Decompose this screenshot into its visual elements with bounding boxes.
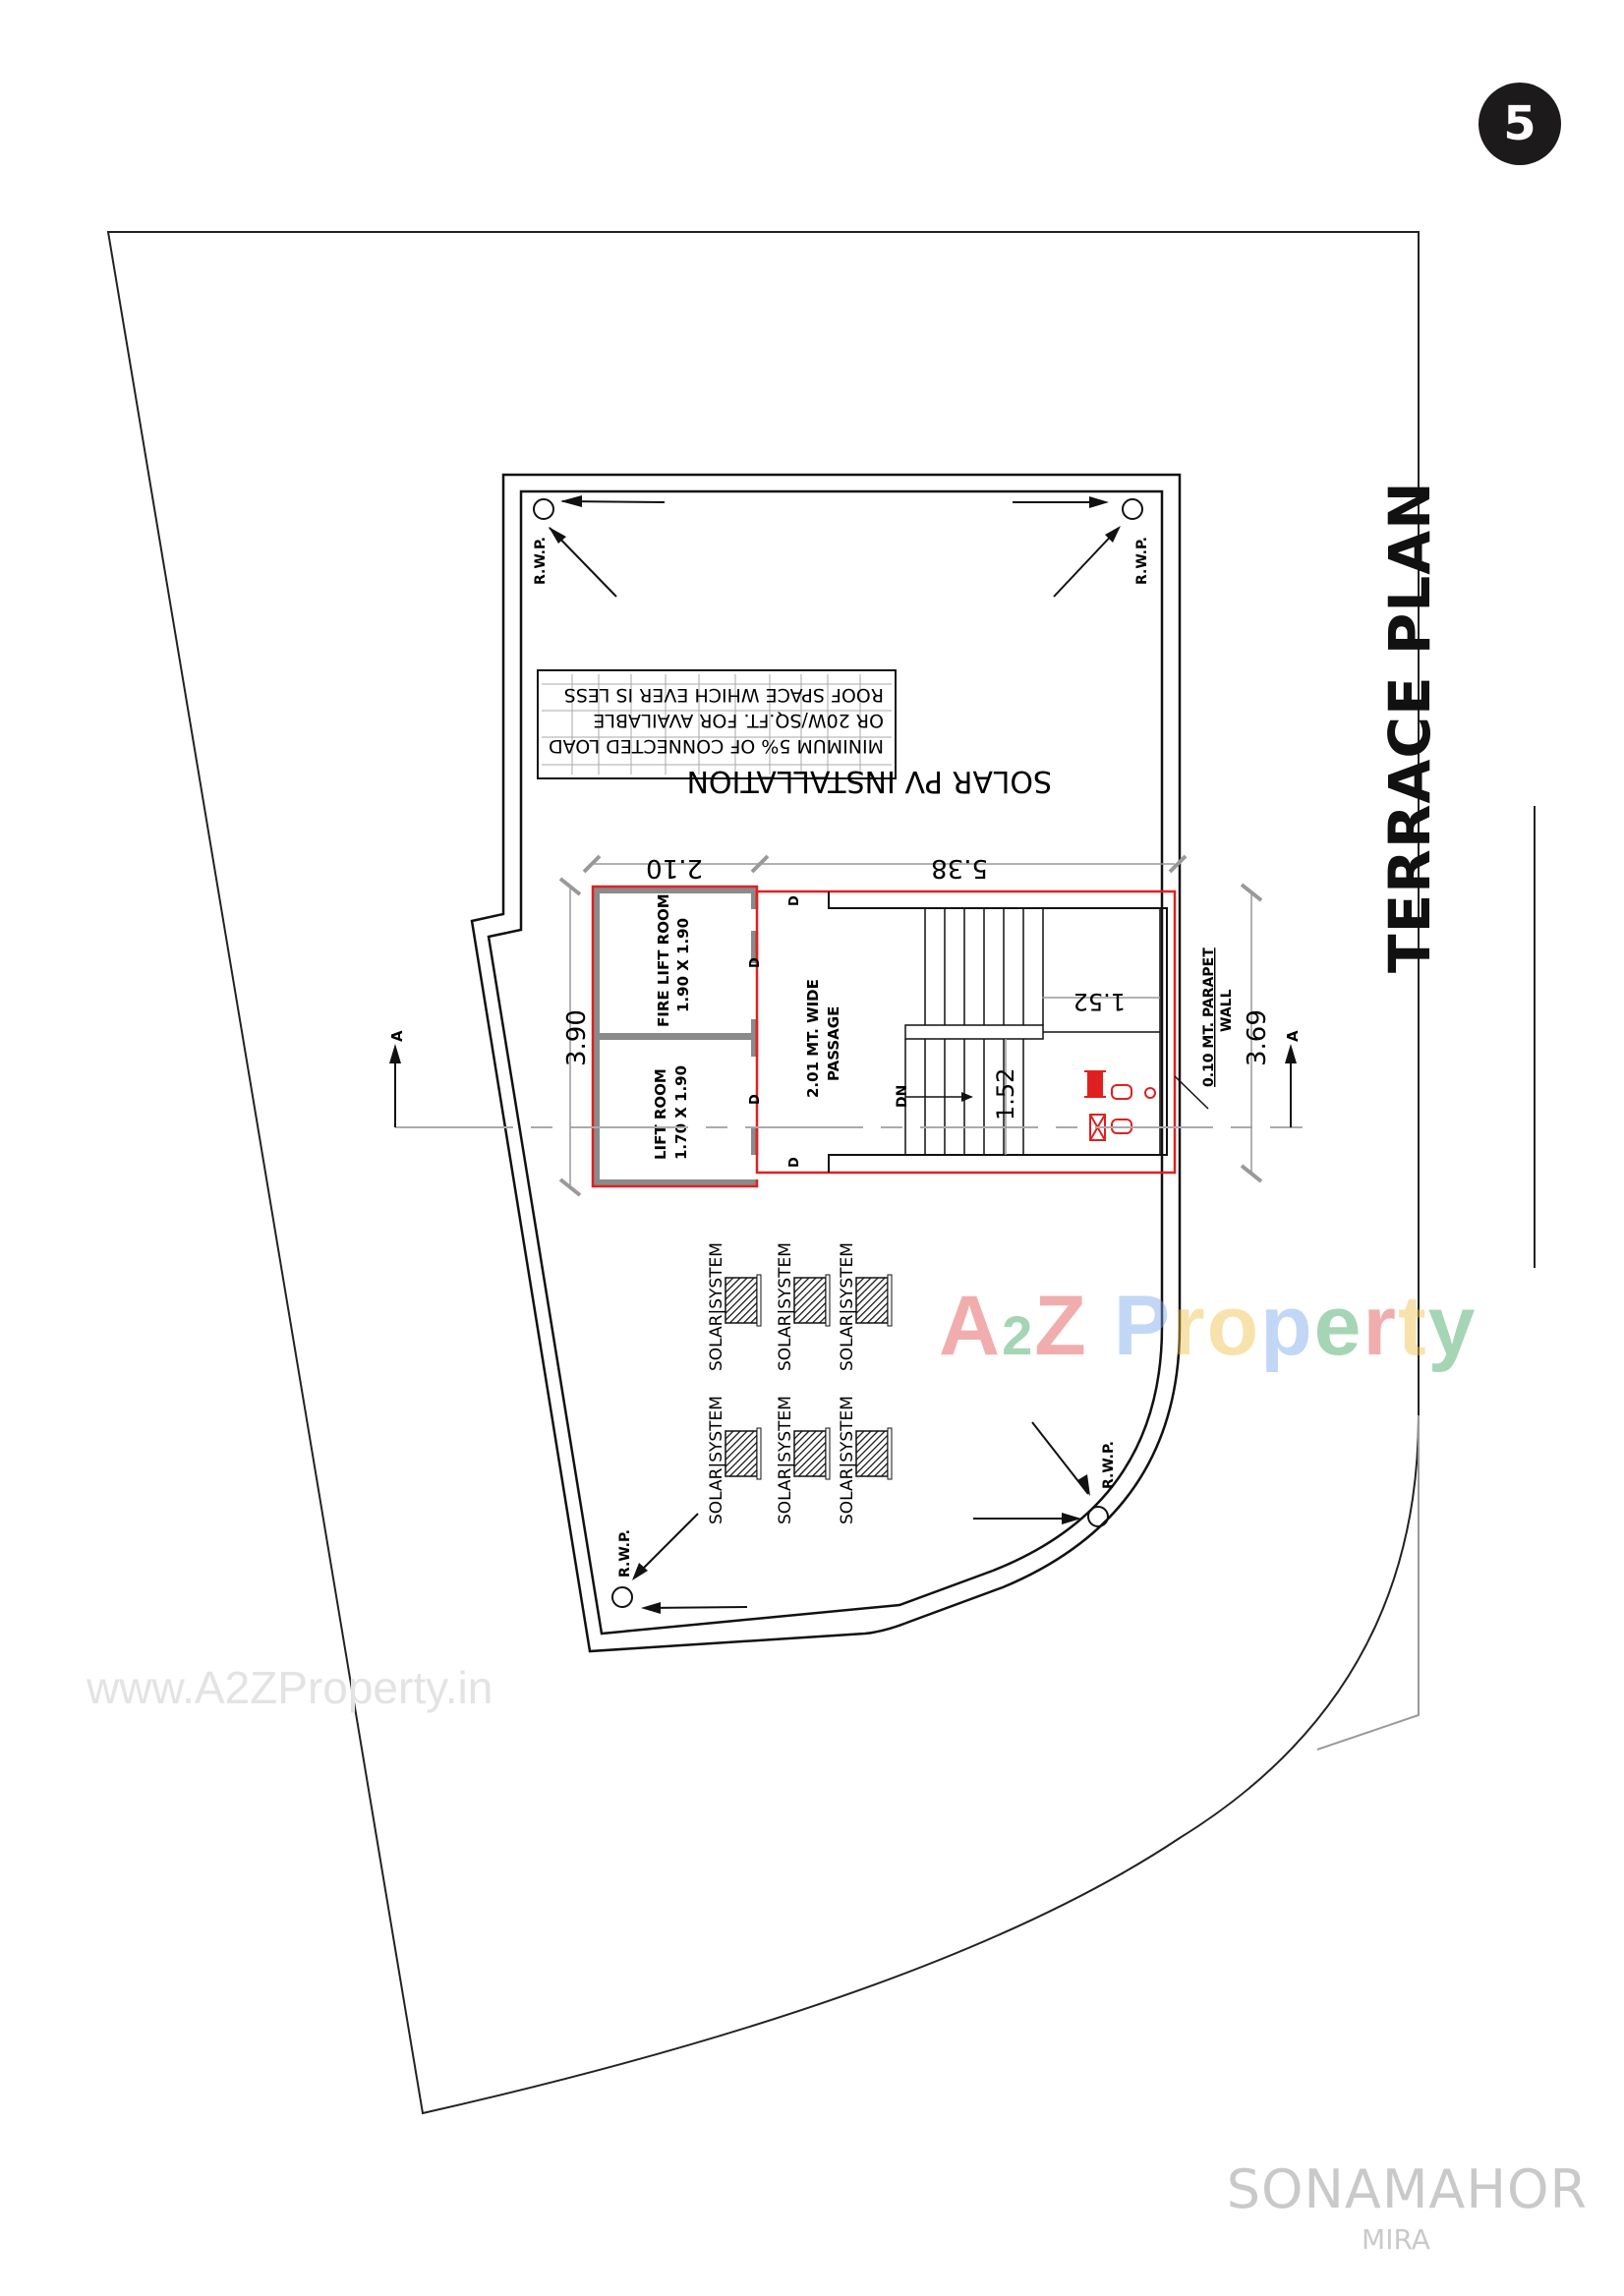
rwp-label-tr: R.W.P. [1134,537,1150,585]
building-inner-wall [487,489,1164,1636]
dim-landing: 1.52 [1073,988,1126,1015]
solar-unit-label: SOLAR|SYSTEM [707,1396,726,1524]
solar-unit [725,1427,762,1480]
rwp-bottom-left [611,1513,748,1614]
watermark-logo: A2Z Property [939,1279,1478,1373]
stair-core-outline [755,890,1177,1175]
door-label-2: D [748,957,763,968]
plot-boundary-gray [1316,1415,1420,1751]
solar-note-line-2: OR 20W/SQ.FT. FOR AVAILABLE [593,710,884,731]
stair-down-label: DN [895,1085,910,1108]
lift-room-name: LIFT ROOM [652,1068,669,1160]
dim-height-left: 3.90 [562,1009,592,1066]
passage-line-2: PASSAGE [825,1006,842,1081]
solar-unit [793,1274,831,1327]
solar-note-line-3: ROOF SPACE WHICH EVER IS LESS [564,684,884,706]
plot-boundary [106,231,1420,2115]
title-underline [1534,806,1536,1268]
solar-unit-label: SOLAR|SYSTEM [838,1242,857,1371]
brand-name: SONAMAHOR [1226,2158,1588,2220]
section-marker-right: A [1284,1030,1302,1042]
rwp-top-right [1013,496,1143,598]
watermark-url: www.A2ZProperty.in [87,1662,493,1713]
solar-units [725,1274,893,1480]
dimension-lines [569,863,1252,1186]
solar-pv-heading: SOLAR PV INSTALLATION [687,764,1053,798]
solar-unit-label: SOLAR|SYSTEM [776,1396,795,1524]
lift-room [600,1040,751,1179]
drawing-title: TERRACE PLAN [1376,481,1443,973]
solar-pv-note: MINIMUM 5% OF CONNECTED LOAD OR 20W/SQ.F… [537,669,897,779]
parapet-line-2: WALL [1219,989,1235,1032]
rwp-label-br: R.W.P. [1101,1441,1117,1489]
solar-note-line-1: MINIMUM 5% OF CONNECTED LOAD [549,735,884,757]
solar-unit [725,1274,762,1327]
door-label-1: D [787,895,802,906]
fire-lift-room-name: FIRE LIFT ROOM [655,893,672,1027]
fire-equipment-icon [1084,1070,1156,1141]
staircase [904,908,1161,1155]
door-label-4: D [787,1157,802,1168]
door-label-3: D [748,1094,763,1105]
rwp-top-left [533,495,666,598]
rwp-bottom-right [973,1421,1109,1527]
solar-unit [855,1427,893,1480]
building-outer-wall [470,473,1182,1653]
fire-lift-room [600,893,751,1033]
solar-unit-label: SOLAR|SYSTEM [776,1242,795,1371]
solar-unit [855,1274,893,1327]
brand-location: MIRA [1362,2223,1430,2256]
fire-lift-room-size: 1.90 X 1.90 [674,918,692,1012]
rwp-label-tl: R.W.P. [533,537,549,585]
passage-line-1: 2.01 MT. WIDE [804,979,822,1098]
dim-width-lift: 2.10 [646,853,703,883]
solar-unit-label: SOLAR|SYSTEM [838,1396,857,1524]
solar-unit [793,1427,831,1480]
passage-label: 2.01 MT. WIDE PASSAGE [804,979,842,1098]
dim-height-right: 3.69 [1243,1009,1272,1066]
solar-unit-label: SOLAR|SYSTEM [707,1242,726,1371]
parapet-line-1: 0.10 MT. PARAPET [1201,947,1217,1087]
page-number-badge: 5 [1479,83,1561,165]
section-marker-left: A [388,1030,406,1042]
dim-flight: 1.52 [992,1068,1019,1120]
rwp-label-bl: R.W.P. [617,1529,633,1578]
lift-room-size: 1.70 X 1.90 [672,1065,690,1160]
dim-width-stair: 5.38 [931,853,988,883]
